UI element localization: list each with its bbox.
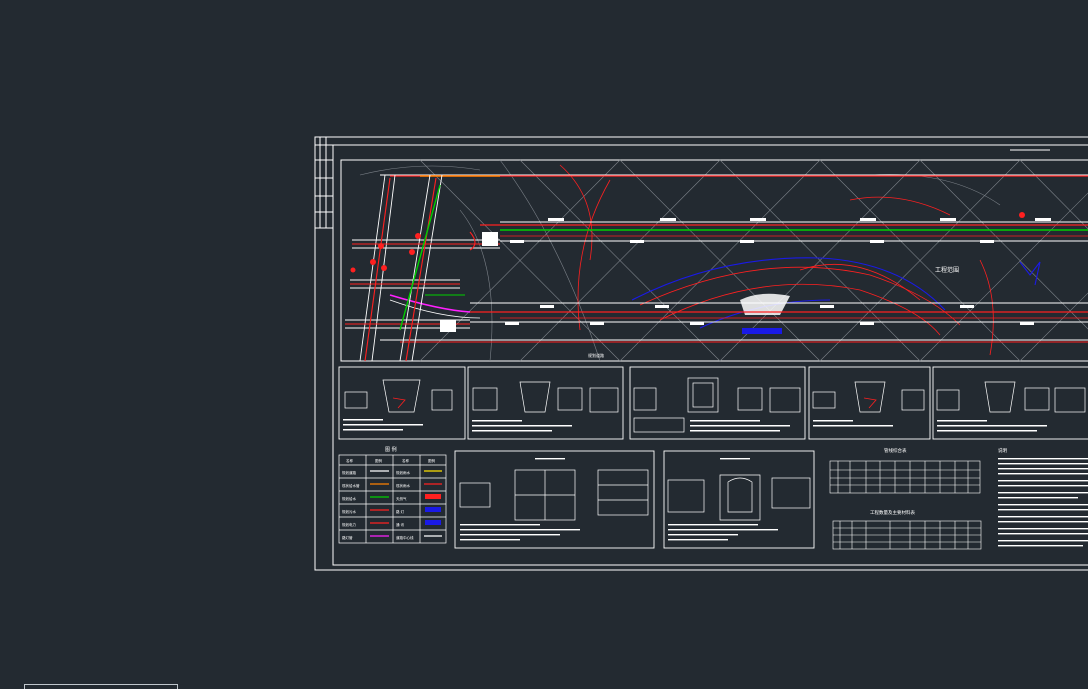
quantity-table-2: 工程数量及主要材料表 — [832, 509, 982, 550]
legend-cell: 道路中心线 — [396, 535, 414, 540]
legend-cell: 天然气 — [396, 496, 407, 501]
legend-cell: 现状给水管 — [342, 483, 360, 488]
legend-cell: 规划雨水 — [396, 470, 410, 475]
section-drawings — [344, 377, 1086, 433]
quantity-table-1: 管线综合表 — [829, 447, 981, 494]
legend-title: 图 例 — [385, 446, 397, 453]
legend-cell: 规划污水 — [342, 509, 356, 514]
legend-cell: 规划给水 — [342, 496, 356, 501]
legend-header-2: 图例 — [375, 458, 383, 463]
command-line-box[interactable] — [24, 684, 178, 689]
detail-drawings — [459, 469, 811, 521]
plan-view: 工程范围 规划道路 — [340, 159, 1088, 362]
table2-title: 工程数量及主要材料表 — [870, 509, 915, 516]
detail-panels — [454, 450, 815, 549]
legend-cell: 路 灯 — [396, 509, 405, 514]
legend-cell: 规划电力 — [342, 522, 356, 527]
plan-label-project-range: 工程范围 — [935, 266, 959, 274]
legend-cell: 路灯管 — [342, 535, 353, 540]
section-red-marks — [392, 397, 877, 409]
section-panels — [338, 366, 1088, 440]
plan-label-planned-road: 规划道路 — [588, 352, 604, 358]
legend-header-3: 名称 — [402, 458, 410, 463]
section-note-lines — [343, 419, 1047, 432]
legend-cell: 现状雨水 — [396, 483, 410, 488]
notes-block: 说明 — [998, 447, 1088, 547]
detail-note-lines — [460, 458, 778, 541]
table1-title: 管线综合表 — [884, 447, 907, 454]
legend-cell: 通 讯 — [396, 522, 405, 527]
legend-header-1: 名称 — [346, 458, 354, 463]
legend-cell: 规划道路 — [342, 470, 356, 475]
legend-header-4: 图例 — [428, 458, 436, 463]
drawing-sheet — [314, 136, 1088, 571]
legend-table: 图 例 名称 图例 名称 图例 规划道路 规划雨水 现状给水管 现状雨水 规划给… — [338, 446, 447, 544]
notes-title: 说明 — [998, 447, 1007, 454]
